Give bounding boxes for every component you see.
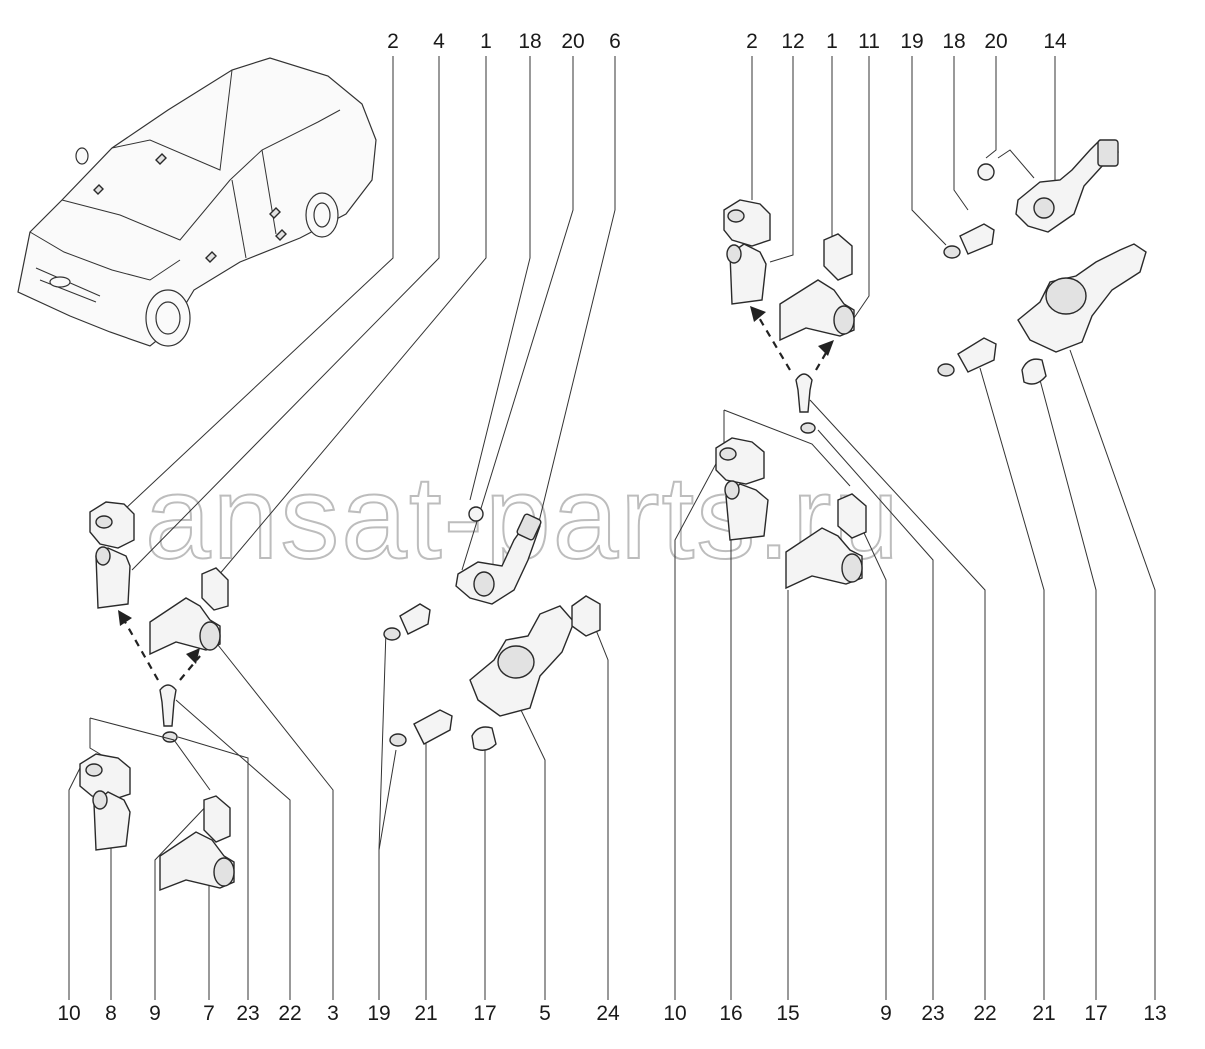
car-outline-icon [17, 57, 377, 347]
washer-19-rear-bottom [937, 363, 955, 377]
hinge-plate-16 [725, 483, 769, 541]
hinge-pin-22-rear [795, 373, 813, 413]
bolt-20 [399, 603, 431, 635]
nut-17-rear [1021, 358, 1047, 385]
label-bottom-3: 3 [327, 1002, 339, 1025]
label-bottom-10b: 10 [663, 1002, 686, 1025]
hinge-half-1 [201, 567, 229, 611]
label-bottom-21b: 21 [1032, 1002, 1055, 1025]
label-bottom-8: 8 [105, 1002, 117, 1025]
rear-door-check [937, 139, 1147, 385]
label-bottom-23b: 23 [921, 1002, 944, 1025]
label-top-20: 20 [561, 30, 584, 53]
washer-23-rear [800, 422, 816, 434]
label-bottom-16: 16 [719, 1002, 742, 1025]
cover-24 [571, 595, 601, 637]
label-top-6: 6 [609, 30, 621, 53]
label-top-18b: 18 [942, 30, 965, 53]
arrowhead-icon [750, 306, 766, 322]
arrowhead-icon [118, 610, 132, 626]
nut-17 [471, 726, 497, 751]
label-bottom-19: 19 [367, 1002, 390, 1025]
left-hinge-assembly [79, 501, 235, 892]
label-top-4: 4 [433, 30, 445, 53]
bolt-18-top [468, 506, 484, 522]
hinge-pin-22 [159, 684, 177, 727]
label-top-1: 1 [480, 30, 492, 53]
label-bottom-17: 17 [473, 1002, 496, 1025]
label-bottom-21: 21 [414, 1002, 437, 1025]
label-bottom-5: 5 [539, 1002, 551, 1025]
bolt-21 [413, 709, 453, 745]
washer-19-bottom [389, 733, 407, 747]
label-bottom-23: 23 [236, 1002, 259, 1025]
bottom-labels: 10 8 9 7 23 22 3 19 21 17 5 24 10 16 15 … [57, 1002, 1166, 1025]
right-hinge-assembly [715, 199, 867, 590]
bolt-18-rear [959, 223, 995, 255]
label-top-18: 18 [518, 30, 541, 53]
hinge-half-9-rear [837, 493, 867, 539]
top-labels: 2 4 1 18 20 6 2 12 1 11 19 18 20 14 [387, 30, 1067, 53]
hinge-bracket-10-rear [715, 437, 765, 485]
hinge-bracket-2 [89, 501, 135, 549]
arrowhead-icon [818, 340, 834, 356]
label-top-14: 14 [1043, 30, 1067, 53]
washer-19-rear-top [943, 245, 961, 259]
arrowhead-icon [186, 648, 200, 664]
front-door-check [383, 506, 601, 751]
label-bottom-24: 24 [596, 1002, 620, 1025]
label-bottom-17b: 17 [1084, 1002, 1107, 1025]
label-bottom-9b: 9 [880, 1002, 892, 1025]
label-top-12: 12 [781, 30, 804, 53]
label-top-2: 2 [387, 30, 399, 53]
label-bottom-10: 10 [57, 1002, 80, 1025]
label-bottom-22: 22 [278, 1002, 301, 1025]
dashed-arrow-icon [123, 619, 159, 681]
hinge-half-1-rear [823, 233, 853, 281]
washer-19-top [383, 627, 401, 641]
hinge-half-9 [203, 795, 231, 843]
label-bottom-22b: 22 [973, 1002, 996, 1025]
label-bottom-9: 9 [149, 1002, 161, 1025]
label-top-11: 11 [858, 30, 880, 53]
hinge-bracket-2-rear [723, 199, 771, 247]
label-top-2b: 2 [746, 30, 758, 53]
leader-lines [68, 56, 1156, 1000]
label-top-1b: 1 [826, 30, 838, 53]
bolt-20-rear [977, 163, 995, 181]
bolt-21-rear [957, 337, 997, 373]
label-bottom-13: 13 [1143, 1002, 1166, 1025]
label-top-20b: 20 [984, 30, 1007, 53]
label-bottom-7: 7 [203, 1002, 215, 1025]
label-top-19: 19 [900, 30, 923, 53]
label-bottom-15: 15 [776, 1002, 799, 1025]
